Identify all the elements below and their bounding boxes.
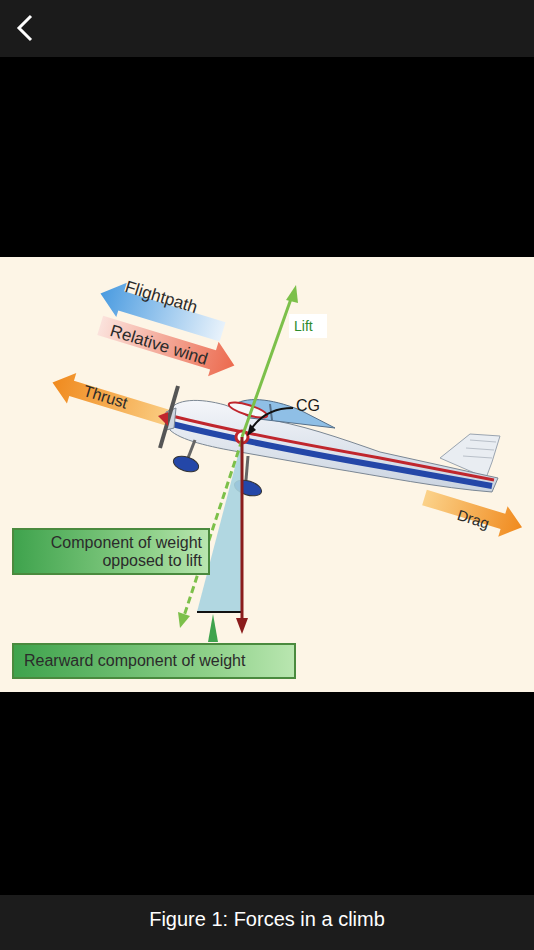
caption-bar bbox=[0, 895, 534, 950]
weight-vector bbox=[241, 437, 244, 620]
callout-box: Rearward component of weight bbox=[12, 643, 296, 679]
figure-caption: Figure 1: Forces in a climb bbox=[0, 907, 534, 931]
lift-label-patch bbox=[289, 314, 327, 338]
thrust-arrow bbox=[48, 367, 182, 436]
cg-leader bbox=[250, 408, 293, 431]
airplane bbox=[158, 386, 500, 499]
cg-label: CG bbox=[296, 398, 320, 414]
lift-label: Lift bbox=[294, 319, 313, 333]
drag-arrow bbox=[420, 482, 527, 542]
weight-triangle bbox=[197, 440, 242, 612]
callout-box: Component of weight opposed to lift bbox=[12, 528, 210, 575]
rearward-pointer bbox=[208, 614, 218, 642]
relative-wind-arrow bbox=[95, 307, 239, 382]
callout-text: Rearward component of weight bbox=[24, 652, 284, 670]
callout-text: Component of weight opposed to lift bbox=[20, 534, 202, 569]
top-bar bbox=[0, 0, 534, 57]
lift-vector bbox=[242, 296, 292, 437]
figure-ground bbox=[0, 257, 534, 692]
back-chevron bbox=[19, 16, 31, 40]
